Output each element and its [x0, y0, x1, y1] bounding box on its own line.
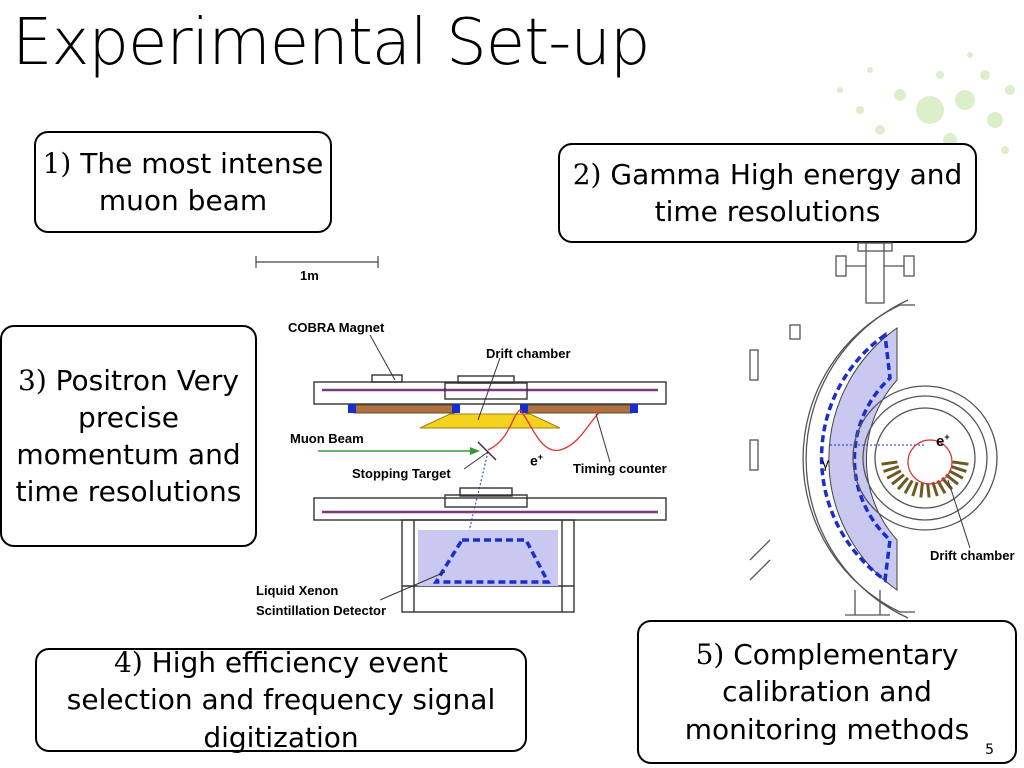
timing-counter-label: Timing counter	[573, 461, 667, 476]
point-number-4: 4)	[114, 646, 143, 680]
outer-structure	[749, 242, 915, 619]
drift-chamber-sector	[883, 465, 900, 473]
point-text-5: 5) Complementary calibration and monitor…	[643, 636, 1011, 748]
muon-beam-arrowhead	[470, 447, 480, 455]
point-number-2: 2)	[572, 157, 602, 191]
leader-lines	[369, 334, 611, 601]
point-box-1: 1) The most intense muon beam	[34, 131, 332, 233]
drift-chamber-sector	[952, 460, 969, 466]
point-number-1: 1)	[42, 146, 72, 180]
point-label-1: The most intense muon beam	[80, 146, 324, 217]
stopping-target	[477, 441, 497, 461]
drift-chamber-sector	[886, 469, 902, 480]
drift-chamber-sector	[903, 479, 914, 495]
gamma-track	[464, 451, 489, 549]
lxe-label-line1: Liquid Xenon	[256, 583, 339, 598]
point-label-2: Gamma High energy and time resolutions	[610, 157, 963, 228]
positron-track-end	[907, 439, 953, 485]
drift-chamber-leader	[947, 479, 971, 549]
drift-chamber-sector	[926, 482, 931, 498]
point-text-4: 4) High efficiency event selection and f…	[57, 644, 505, 756]
gamma-label: γ	[822, 455, 829, 471]
point-label-3: Positron Very precise momentum and time …	[15, 363, 242, 509]
point-box-3: 3) Positron Very precise momentum and ti…	[0, 325, 257, 547]
point-text-2: 2) Gamma High energy and time resolution…	[560, 156, 975, 230]
point-box-2: 2) Gamma High energy and time resolution…	[558, 143, 977, 243]
point-text-1: 1) The most intense muon beam	[36, 145, 330, 219]
coil-end-right	[630, 404, 638, 413]
drift-chamber-label-right: Drift chamber	[930, 548, 1015, 563]
drift-chamber-sector	[945, 473, 959, 486]
point-number-5: 5)	[695, 638, 725, 672]
drift-chamber-sector	[911, 481, 919, 497]
point-text-3: 3) Positron Very precise momentum and ti…	[12, 362, 245, 511]
slide-title: Experimental Set-up	[12, 6, 650, 80]
drift-chamber-sector	[950, 465, 967, 473]
drift-chamber-sector	[891, 473, 905, 486]
cobra-magnet-label: COBRA Magnet	[288, 320, 385, 335]
magnet-outer-ring	[852, 385, 998, 531]
point-box-4: 4) High efficiency event selection and f…	[35, 646, 527, 754]
magnet-inner-ring	[874, 407, 976, 509]
positron-track	[487, 409, 601, 451]
scale-label: 1m	[300, 268, 319, 283]
page-number: 5	[985, 742, 994, 758]
coil-end-left	[348, 404, 356, 413]
lxe-label-line2: Scintillation Detector	[256, 603, 387, 618]
drift-chamber-sectors	[881, 460, 969, 498]
stopping-target-label: Stopping Target	[352, 466, 451, 481]
drift-chamber-sector	[919, 482, 924, 498]
drift-chamber-sector	[948, 469, 964, 480]
coil-end-mid1	[452, 404, 460, 413]
point-box-5: 5) Complementary calibration and monitor…	[637, 620, 1017, 764]
positron-label-right: e+	[936, 432, 950, 450]
cobra-magnet-upper	[313, 374, 667, 405]
positron-label-left: e+	[530, 452, 544, 469]
drift-chamber-sector	[931, 481, 939, 497]
coil-end-mid2	[520, 404, 528, 413]
scale-bar	[255, 256, 379, 268]
drift-chamber-label: Drift chamber	[486, 346, 571, 361]
magnet-mid-ring	[862, 395, 988, 521]
point-number-3: 3)	[18, 363, 47, 397]
drift-chamber-sector	[896, 476, 909, 491]
muon-beam-label: Muon Beam	[290, 431, 364, 446]
point-label-4: High efficiency event selection and freq…	[66, 646, 496, 754]
point-label-5: Complementary calibration and monitoring…	[684, 638, 970, 746]
drift-chamber-sector	[881, 460, 898, 466]
lxe-active-volume	[432, 538, 551, 584]
